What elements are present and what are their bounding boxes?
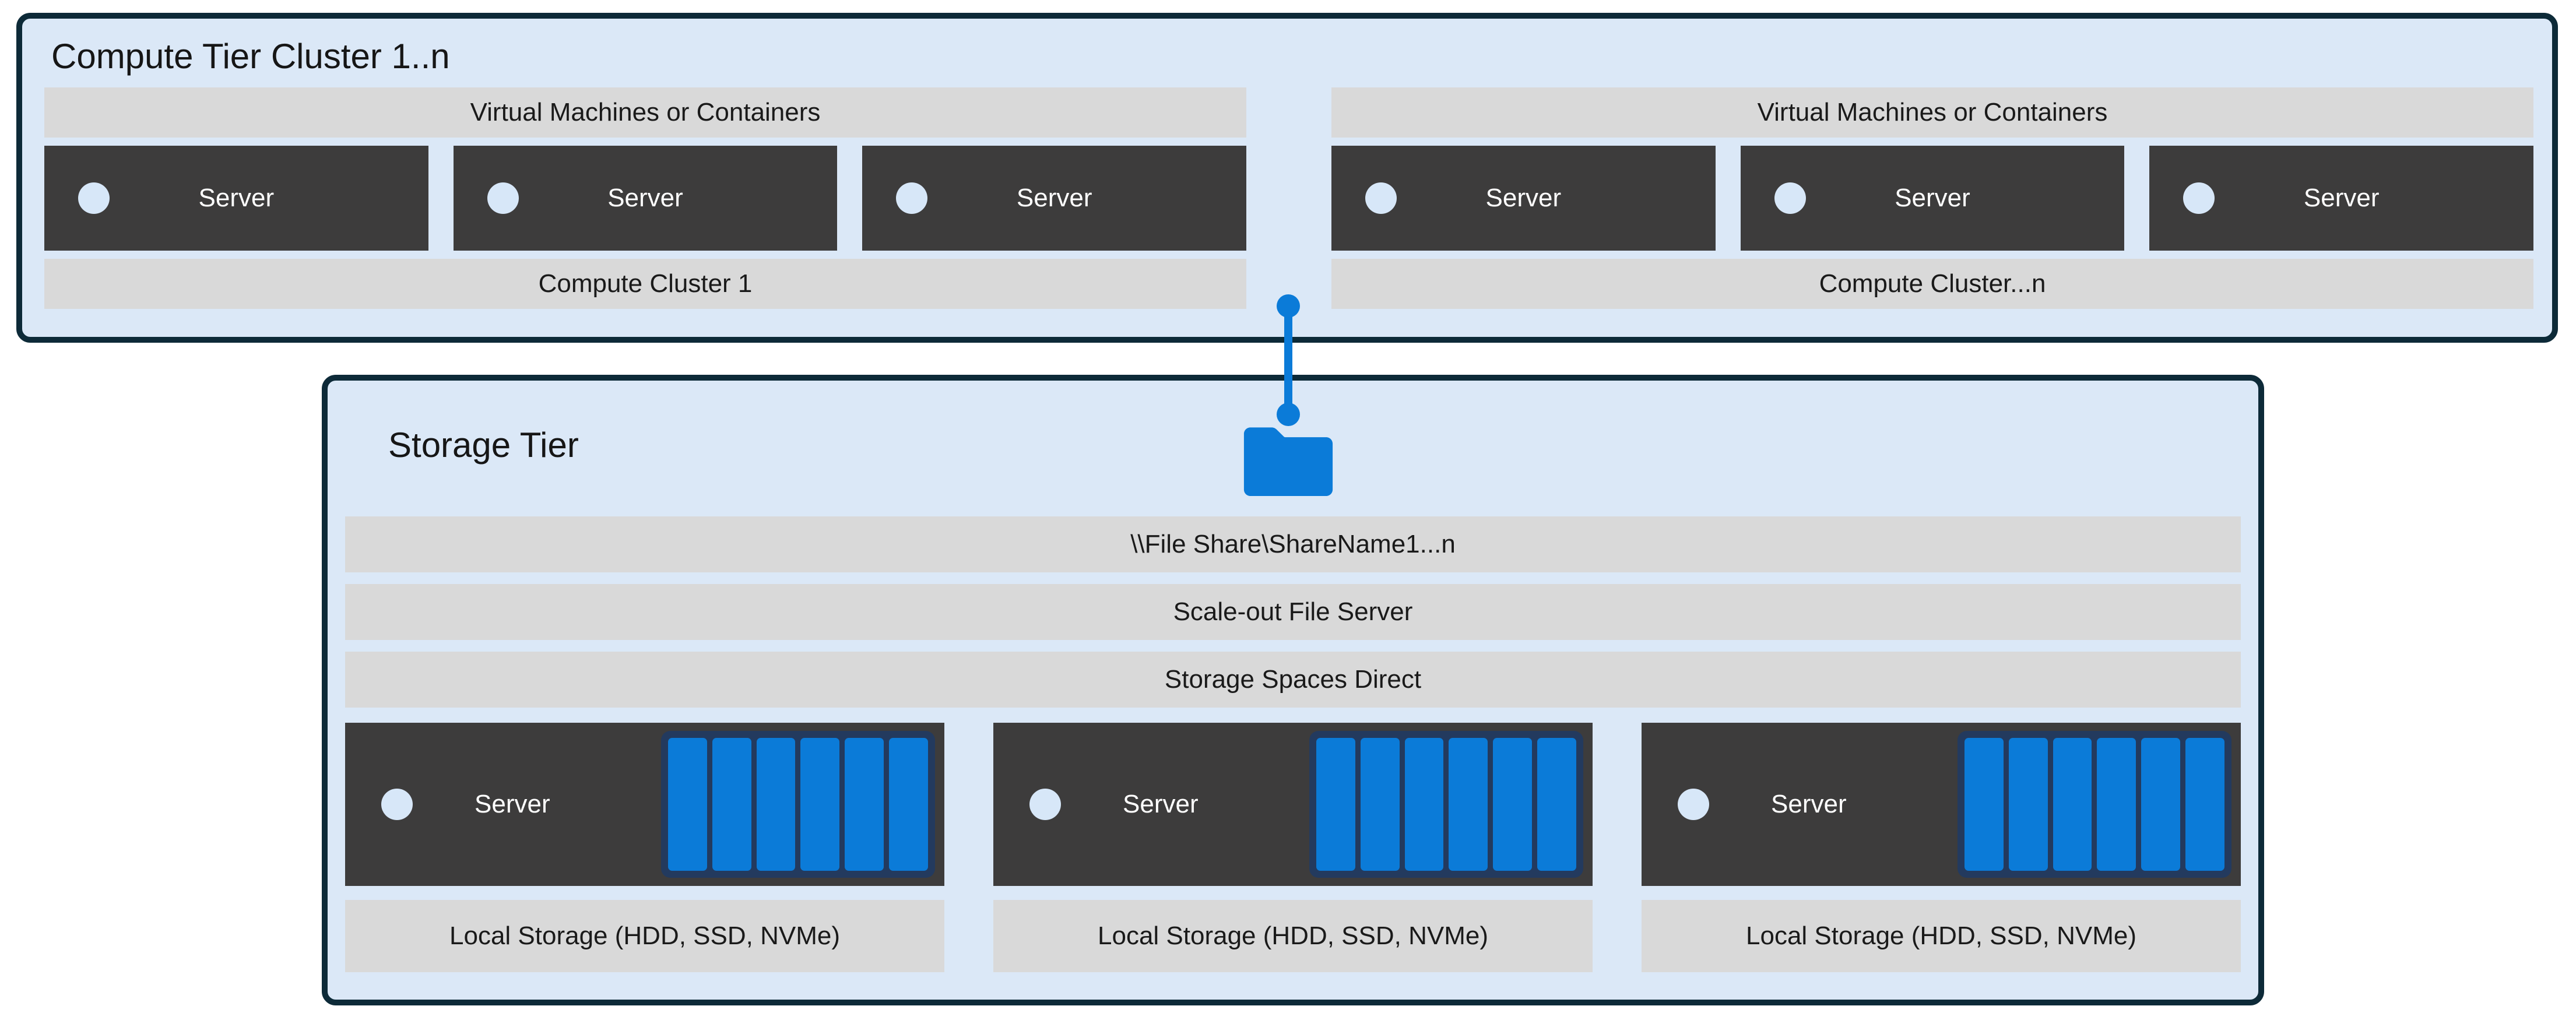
scale-out-file-server-label: Scale-out File Server [1173,597,1413,626]
server-node: Server [2149,146,2534,251]
cluster-name-bar: Compute Cluster 1 [44,259,1246,309]
local-storage-label: Local Storage (HDD, SSD, NVMe) [1098,921,1488,950]
cluster-name-bar: Compute Cluster...n [1331,259,2533,309]
disk-icon [2008,738,2048,871]
server-label: Server [1895,184,1970,212]
local-storage-label: Local Storage (HDD, SSD, NVMe) [449,921,840,950]
power-indicator-icon [1029,789,1061,820]
storage-tier-panel: Storage Tier \\File Share\ShareName1...n… [322,375,2264,1005]
server-label: Server [607,184,683,212]
storage-spaces-direct-bar: Storage Spaces Direct [345,652,2241,708]
local-storage-bar: Local Storage (HDD, SSD, NVMe) [1642,900,2241,972]
disk-icon [1537,738,1576,871]
server-label: Server [475,790,550,818]
power-indicator-icon [1774,182,1806,214]
power-indicator-icon [78,182,110,214]
server-label: Server [1485,184,1562,212]
server-label: Server [1016,184,1092,212]
vm-layer-bar: Virtual Machines or Containers [1331,87,2533,138]
compute-tier-title: Compute Tier Cluster 1..n [51,37,450,76]
storage-server-node: Server [345,723,944,886]
disk-icon [668,738,707,871]
connector-line [1284,305,1292,414]
disk-icon [889,738,928,871]
connector-dot-bottom-icon [1277,403,1300,426]
server-row: Server Server Server [1331,146,2534,251]
disk-icon [1493,738,1533,871]
vm-layer-label: Virtual Machines or Containers [470,98,821,126]
disk-icon [2141,738,2181,871]
power-indicator-icon [1365,182,1397,214]
power-indicator-icon [1678,789,1709,820]
disk-array [1958,731,2231,878]
file-share-bar: \\File Share\ShareName1...n [345,516,2241,572]
disk-icon [1449,738,1488,871]
disk-icon [2097,738,2136,871]
server-node: Server [44,146,428,251]
disk-icon [1404,738,1444,871]
server-label: Server [1771,790,1847,818]
power-indicator-icon [381,789,413,820]
power-indicator-icon [487,182,519,214]
cluster-name-label: Compute Cluster 1 [538,269,753,298]
local-storage-label: Local Storage (HDD, SSD, NVMe) [1746,921,2136,950]
connector-dot-top-icon [1277,294,1300,318]
server-label: Server [198,184,275,212]
cluster-name-label: Compute Cluster...n [1819,269,2046,298]
file-share-label: \\File Share\ShareName1...n [1130,530,1456,558]
storage-tier-title: Storage Tier [388,425,579,465]
vm-layer-label: Virtual Machines or Containers [1757,98,2108,126]
vm-layer-bar: Virtual Machines or Containers [44,87,1246,138]
disk-icon [1964,738,2004,871]
disk-icon [1316,738,1355,871]
disk-icon [712,738,751,871]
server-label: Server [1123,790,1199,818]
disk-icon [1360,738,1400,871]
disk-icon [2053,738,2092,871]
server-row: Server Server Server [44,146,1247,251]
disk-icon [2185,738,2224,871]
compute-cluster-n: Virtual Machines or Containers Server Se… [1331,87,2534,309]
compute-tier-panel: Compute Tier Cluster 1..n Virtual Machin… [16,13,2558,343]
disk-array [661,731,935,878]
folder-icon [1243,427,1333,496]
storage-spaces-direct-label: Storage Spaces Direct [1164,665,1422,694]
disk-icon [756,738,796,871]
server-node: Server [1331,146,1716,251]
storage-server-node: Server [993,723,1593,886]
compute-cluster-1: Virtual Machines or Containers Server Se… [44,87,1247,309]
local-storage-bar: Local Storage (HDD, SSD, NVMe) [993,900,1593,972]
server-node: Server [1740,146,2125,251]
power-indicator-icon [2183,182,2215,214]
scale-out-file-server-bar: Scale-out File Server [345,584,2241,640]
storage-server-node: Server [1642,723,2241,886]
server-label: Server [2303,184,2380,212]
local-storage-bar: Local Storage (HDD, SSD, NVMe) [345,900,944,972]
server-node: Server [453,146,838,251]
disk-icon [845,738,884,871]
server-node: Server [862,146,1247,251]
power-indicator-icon [896,182,928,214]
disk-array [1309,731,1583,878]
disk-icon [800,738,840,871]
